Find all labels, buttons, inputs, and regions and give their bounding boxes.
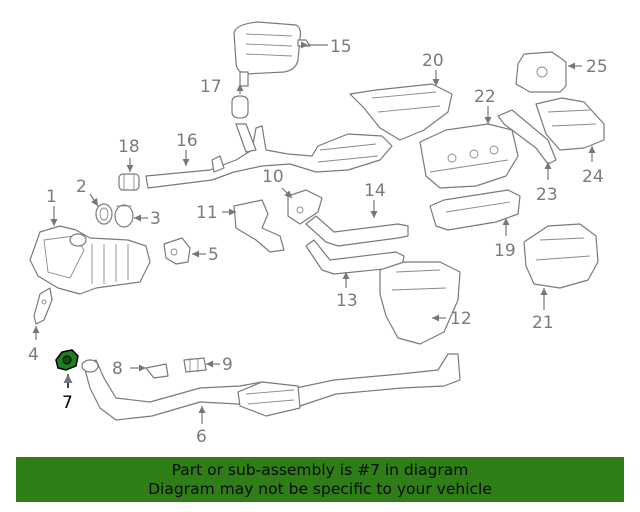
part-20-heat-shield (349, 83, 453, 141)
callout-23: 23 (536, 185, 558, 205)
part-6-front-pipe (81, 353, 461, 421)
part-2-gasket (95, 203, 113, 225)
part-17-hanger (231, 95, 249, 119)
part-11-bracket (233, 199, 285, 253)
part-16-intermediate-pipe (145, 123, 393, 189)
callout-1: 1 (46, 187, 57, 207)
callout-6: 6 (196, 427, 207, 447)
part-22-engine-cover (419, 123, 519, 189)
part-7-gasket-highlighted (55, 349, 79, 371)
callout-2: 2 (76, 177, 87, 197)
callout-15: 15 (330, 37, 352, 57)
callout-20: 20 (422, 51, 444, 71)
callout-24: 24 (582, 167, 604, 187)
callout-22: 22 (474, 87, 496, 107)
part-21-heat-shield (523, 223, 599, 289)
callout-10: 10 (262, 167, 284, 187)
part-15-muffler (233, 21, 311, 87)
callout-21: 21 (532, 313, 554, 333)
part-12-heat-shield (379, 261, 461, 345)
callout-16: 16 (176, 131, 198, 151)
part-23-bracket (497, 109, 557, 165)
part-1-catalytic-converter (29, 225, 151, 295)
part-3-clamp (114, 204, 134, 228)
part-8-bracket (145, 363, 169, 379)
part-4-bracket (33, 287, 53, 325)
part-25-heat-shield (515, 51, 567, 93)
leader-lines (32, 41, 596, 424)
callout-18: 18 (118, 137, 140, 157)
part-9-bracket (183, 357, 207, 373)
callout-5: 5 (208, 245, 219, 265)
part-18-clamp (118, 173, 140, 191)
info-banner: Part or sub-assembly is #7 in diagram Di… (16, 457, 624, 502)
callout-8: 8 (112, 359, 123, 379)
callout-11: 11 (196, 203, 218, 223)
callout-17: 17 (200, 77, 222, 97)
callout-13: 13 (336, 291, 358, 311)
callout-14: 14 (364, 181, 386, 201)
part-5-bracket (163, 237, 191, 265)
part-14-pipe (305, 215, 409, 247)
part-24-heat-shield (535, 97, 605, 151)
callout-3: 3 (150, 209, 161, 229)
callout-4: 4 (28, 345, 39, 365)
callout-19: 19 (494, 241, 516, 261)
callout-25: 25 (586, 57, 608, 77)
part-10-bracket (287, 189, 323, 225)
callout-labels: 15 17 18 16 2 3 1 5 4 11 10 14 13 12 20 … (28, 37, 608, 447)
part-13-pipe (305, 239, 405, 275)
banner-line-2: Diagram may not be specific to your vehi… (148, 479, 492, 498)
part-19-heat-shield (429, 189, 521, 231)
callout-12: 12 (450, 309, 472, 329)
callout-7: 7 (62, 393, 73, 413)
banner-line-1: Part or sub-assembly is #7 in diagram (171, 460, 469, 479)
callout-9: 9 (222, 355, 233, 375)
